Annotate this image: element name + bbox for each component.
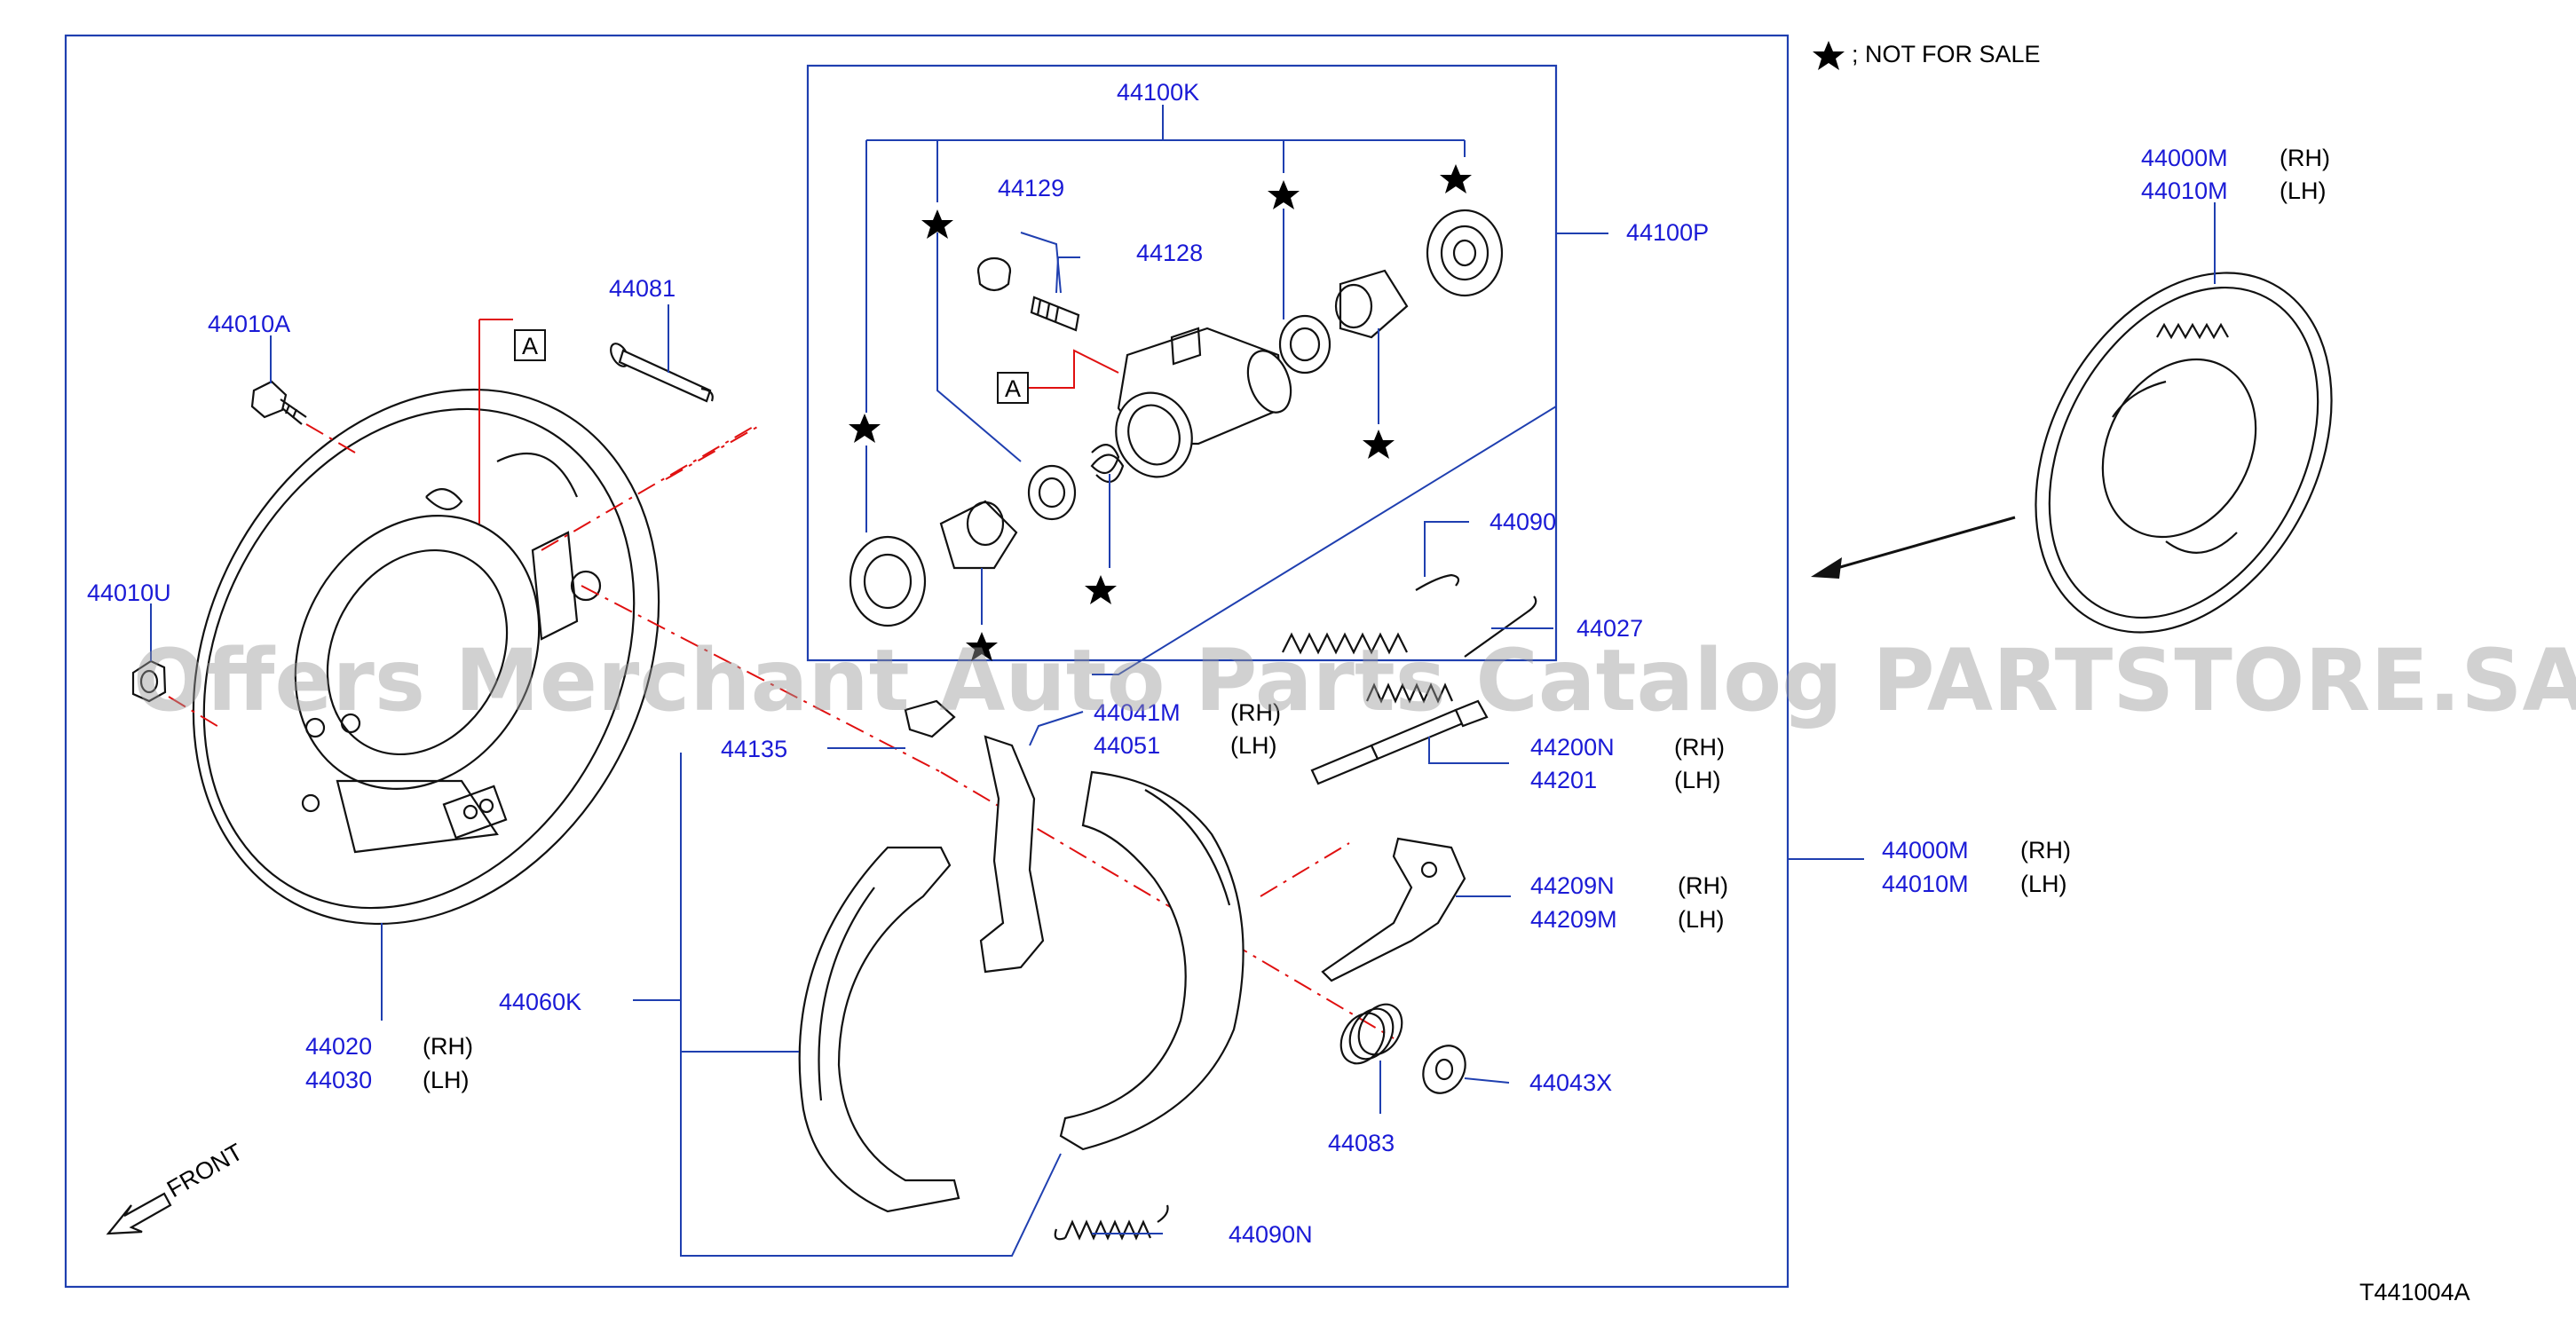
watermark: Offers Merchant Auto Parts Catalog PARTS… <box>133 631 2576 730</box>
retainer-44043X-drawing <box>1422 1045 1466 1094</box>
pin-44081-drawing <box>610 343 714 403</box>
label-44010A: 44010A <box>208 311 290 337</box>
brake-shoes-drawing <box>798 699 1245 1213</box>
label-44041M: 44041M <box>1094 699 1181 726</box>
lever-44209N-drawing <box>1321 837 1466 982</box>
label-44083: 44083 <box>1328 1130 1395 1156</box>
callout-box-a1 <box>514 329 546 361</box>
callout-box-a2 <box>997 372 1029 404</box>
label-44010M-mid: 44010M <box>1882 871 1969 897</box>
label-44201: 44201 <box>1530 767 1597 793</box>
label-44030: 44030 <box>305 1067 372 1093</box>
label-44000M-mid: 44000M <box>1882 837 1969 864</box>
star-icon <box>1363 430 1395 459</box>
callout-a1: A <box>522 333 538 359</box>
main-frame <box>64 34 1790 1289</box>
backing-plate-drawing <box>192 388 660 926</box>
label-44060K: 44060K <box>499 989 581 1015</box>
label-44129: 44129 <box>998 175 1064 201</box>
star-icon <box>1268 180 1300 209</box>
label-44200N: 44200N <box>1530 734 1615 761</box>
spring-44090N-drawing <box>1054 1204 1169 1241</box>
label-44090N: 44090N <box>1229 1221 1313 1248</box>
label-44081: 44081 <box>609 275 676 302</box>
star-icon <box>921 209 953 239</box>
spring-44027-drawing <box>1365 595 1537 704</box>
spring-44083-drawing <box>1339 1003 1403 1065</box>
star-icon <box>1813 41 1845 70</box>
label-44010U: 44010U <box>87 580 171 606</box>
label-44209M: 44209M <box>1530 906 1617 933</box>
label-lh: (LH) <box>2280 177 2327 204</box>
label-lh: (LH) <box>1674 767 1721 793</box>
label-rh: (RH) <box>1674 734 1725 761</box>
label-44027: 44027 <box>1576 615 1643 642</box>
legend-text: ; NOT FOR SALE <box>1852 41 2041 67</box>
label-rh: (RH) <box>2020 837 2071 864</box>
label-rh: (RH) <box>423 1033 473 1060</box>
label-lh: (LH) <box>1230 732 1277 759</box>
label-44000M-top: 44000M <box>2141 145 2228 171</box>
label-44020: 44020 <box>305 1033 372 1060</box>
spring-44090-drawing <box>1282 573 1460 655</box>
star-icon <box>1440 164 1472 193</box>
diagram-code: T441004A <box>2359 1279 2470 1305</box>
label-44010M-top: 44010M <box>2141 177 2228 204</box>
label-44128: 44128 <box>1136 240 1203 266</box>
assembly-drawing <box>2035 272 2333 634</box>
wheel-cylinder-drawing <box>849 209 1504 627</box>
label-lh: (LH) <box>423 1067 470 1093</box>
star-icon <box>1085 575 1117 604</box>
label-rh: (RH) <box>2280 145 2330 171</box>
label-lh: (LH) <box>1678 906 1725 933</box>
label-44100K: 44100K <box>1117 79 1199 106</box>
callout-a2: A <box>1005 375 1021 402</box>
adjuster-44200N-drawing <box>1310 699 1489 785</box>
stars <box>849 164 1472 661</box>
label-44051: 44051 <box>1094 732 1160 759</box>
label-rh: (RH) <box>1230 699 1281 726</box>
legend: ; NOT FOR SALE <box>1813 41 2041 70</box>
label-44135: 44135 <box>721 736 787 762</box>
front-label: FRONT <box>162 1139 248 1203</box>
leader-lines <box>150 105 2216 1257</box>
star-icon <box>849 414 881 443</box>
label-44100P: 44100P <box>1626 219 1709 246</box>
label-44209N: 44209N <box>1530 872 1615 899</box>
label-44043X: 44043X <box>1529 1069 1612 1096</box>
bolt-44010A-drawing <box>250 380 307 425</box>
front-arrow: FRONT <box>106 1139 248 1235</box>
label-lh: (LH) <box>2020 871 2067 897</box>
label-44090: 44090 <box>1489 509 1556 535</box>
star-icon <box>966 632 998 661</box>
label-rh: (RH) <box>1678 872 1728 899</box>
part-labels: 44100K 44129 44128 44100P 44081 44010A 4… <box>87 79 2330 1248</box>
